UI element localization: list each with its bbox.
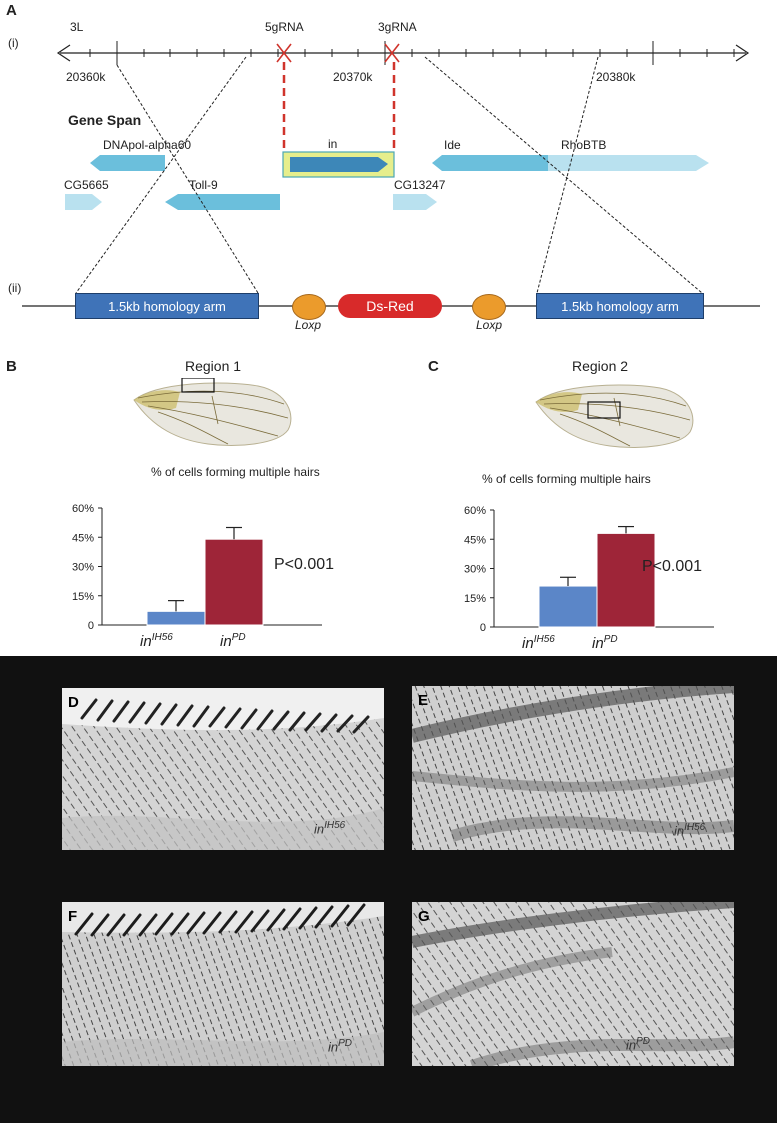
panel-c-letter: C [428, 358, 439, 375]
tick-label-20380k: 20380k [596, 70, 636, 84]
micrograph-g-image [412, 902, 734, 1066]
panel-c-metric-label: % of cells forming multiple hairs [482, 472, 651, 486]
micrograph-f-label: F [68, 908, 78, 925]
chromosome-axis [56, 41, 750, 65]
chart-c-bar [538, 585, 598, 628]
micrograph-f-image [62, 902, 384, 1066]
chart-b-tick-label: 0 [88, 620, 94, 632]
micrograph-g-label: G [418, 908, 430, 925]
chart-c-tick-label: 0 [480, 622, 486, 634]
gene-ide-label: Ide [444, 138, 461, 152]
chart-b-tick-label: 30% [72, 562, 94, 574]
loxp-right-site [472, 294, 506, 320]
loxp-right-label: Loxp [476, 318, 503, 332]
chart-c-tick-label: 30% [464, 564, 486, 576]
grna5-label: 5gRNA [265, 20, 304, 34]
micrograph-e: E inIH56 [412, 686, 734, 850]
gene-cg5665-label: CG5665 [64, 178, 109, 192]
homology-arm-right: 1.5kb homology arm [536, 293, 704, 319]
panel-b-region-title: Region 1 [185, 358, 242, 374]
micrograph-d-image [62, 688, 384, 850]
micrograph-g-genotype: inPD [626, 1036, 651, 1053]
chart-c-tick-label: 45% [464, 534, 486, 546]
gene-toll9-arrow [165, 194, 280, 210]
tick-label-20370k: 20370k [333, 70, 373, 84]
chart-b-bar [204, 538, 264, 626]
gene-dnapol-label: DNApol-alpha60 [103, 138, 192, 152]
grna3-cut-mark [384, 43, 400, 63]
gene-ide-arrow [432, 155, 548, 171]
panel-b-metric-label: % of cells forming multiple hairs [151, 465, 320, 479]
chart-c-label-pd: inPD [592, 634, 618, 652]
gene-cg13247-arrow [393, 194, 437, 210]
loxp-left-label: Loxp [295, 318, 322, 332]
gene-rhobtb-label: RhoBTB [561, 138, 607, 152]
gene-in-arrow [290, 157, 388, 172]
chart-b: 0 15% 30% 45% 60% [72, 503, 322, 632]
chart-c-tick-label: 60% [464, 505, 486, 517]
chart-b-label-pd: inPD [220, 632, 246, 650]
gene-span-title: Gene Span [68, 112, 142, 128]
panel-c-pvalue: P<0.001 [642, 558, 703, 575]
gene-in-label: in [328, 137, 338, 151]
micrograph-e-label: E [418, 692, 429, 709]
tick-label-20360k: 20360k [66, 70, 106, 84]
homology-arm-left: 1.5kb homology arm [75, 293, 259, 319]
dsred-cassette [338, 294, 442, 318]
gene-cg5665-arrow [65, 194, 102, 210]
micrograph-d: D inIH56 [62, 688, 384, 850]
dsred-label: Ds-Red [366, 298, 414, 314]
micrograph-e-image [412, 686, 734, 850]
grna5-cut-mark [276, 43, 292, 63]
chart-c-label-ih56: inIH56 [522, 634, 555, 652]
gene-toll9-label: Toll-9 [189, 178, 218, 192]
projection-lines [75, 56, 703, 294]
micrograph-d-label: D [68, 694, 79, 711]
chromosome-label: 3L [70, 20, 84, 34]
genome-diagram [22, 41, 760, 318]
micrograph-f: F inPD [62, 902, 384, 1066]
gene-cg13247-label: CG13247 [394, 178, 446, 192]
micrograph-f-genotype: inPD [328, 1038, 353, 1055]
panel-a-sub-ii: (ii) [8, 281, 22, 295]
micrograph-g: G inPD [412, 902, 734, 1066]
panel-c-region-title: Region 2 [572, 358, 629, 374]
loxp-left-site [292, 294, 326, 320]
grna3-label: 3gRNA [378, 20, 417, 34]
chart-b-tick-label: 15% [72, 591, 94, 603]
chart-b-bar [146, 610, 206, 626]
gene-dnapol-arrow [90, 155, 165, 171]
micrograph-d-genotype: inIH56 [314, 820, 346, 837]
chart-c-bar [596, 532, 656, 628]
micrograph-e-genotype: inIH56 [674, 822, 706, 839]
panel-b-letter: B [6, 358, 17, 375]
chart-c: 0 15% 30% 45% 60% [464, 505, 714, 634]
panel-b-pvalue: P<0.001 [274, 556, 335, 573]
chart-b-label-ih56: inIH56 [140, 632, 173, 650]
wing-image-region-2 [535, 384, 694, 448]
chart-c-tick-label: 15% [464, 593, 486, 605]
gene-rhobtb-arrow [548, 155, 709, 171]
panel-a-sub-i: (i) [8, 36, 19, 50]
chart-b-tick-label: 60% [72, 503, 94, 515]
wing-image-region-1 [133, 378, 292, 446]
chart-b-tick-label: 45% [72, 532, 94, 544]
panel-a-letter: A [6, 2, 17, 19]
